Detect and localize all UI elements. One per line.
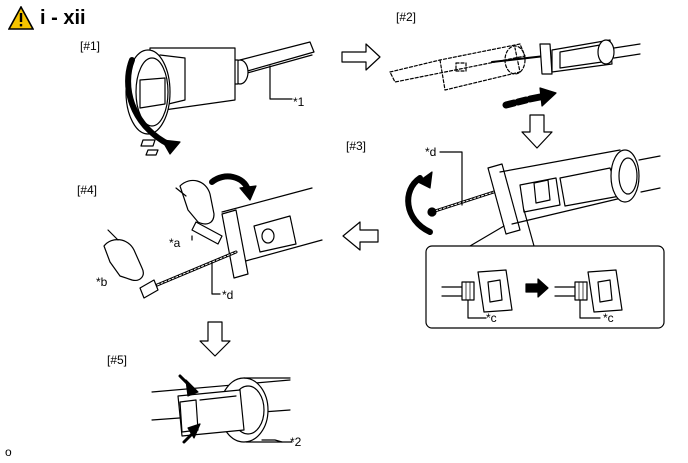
step-label-3: [#3] <box>346 139 367 153</box>
callout-a: *a <box>169 236 181 250</box>
callout-d-panel4: *d <box>222 288 234 302</box>
panel-5-result <box>151 374 293 444</box>
callout-1: *1 <box>293 95 305 109</box>
step-label-5: [#5] <box>107 353 128 367</box>
callout-b: *b <box>96 275 108 289</box>
panel-3-inset-detail <box>441 269 623 319</box>
callout-c-right: *c <box>603 311 614 325</box>
arrow-4-to-5 <box>199 321 231 357</box>
step-label-4: [#4] <box>77 183 98 197</box>
page-title: i - xii <box>8 6 86 30</box>
panel-4-wrench <box>103 173 323 299</box>
callout-2: *2 <box>290 435 302 449</box>
arrow-1-to-2 <box>341 43 381 71</box>
panel-3-press <box>405 149 661 247</box>
callout-c-left: *c <box>486 311 497 325</box>
arrow-2-to-3 <box>521 114 553 149</box>
arrow-3-to-4 <box>342 221 379 251</box>
step-label-2: [#2] <box>396 10 417 24</box>
callout-d-panel3: *d <box>425 145 437 159</box>
footer-mark: o <box>5 445 12 459</box>
step-label-1: [#1] <box>80 39 101 53</box>
title-text: i - xii <box>40 7 86 29</box>
panel-1-remover <box>125 41 315 156</box>
warning-triangle-icon <box>8 6 34 30</box>
panel-2-install <box>389 39 641 109</box>
